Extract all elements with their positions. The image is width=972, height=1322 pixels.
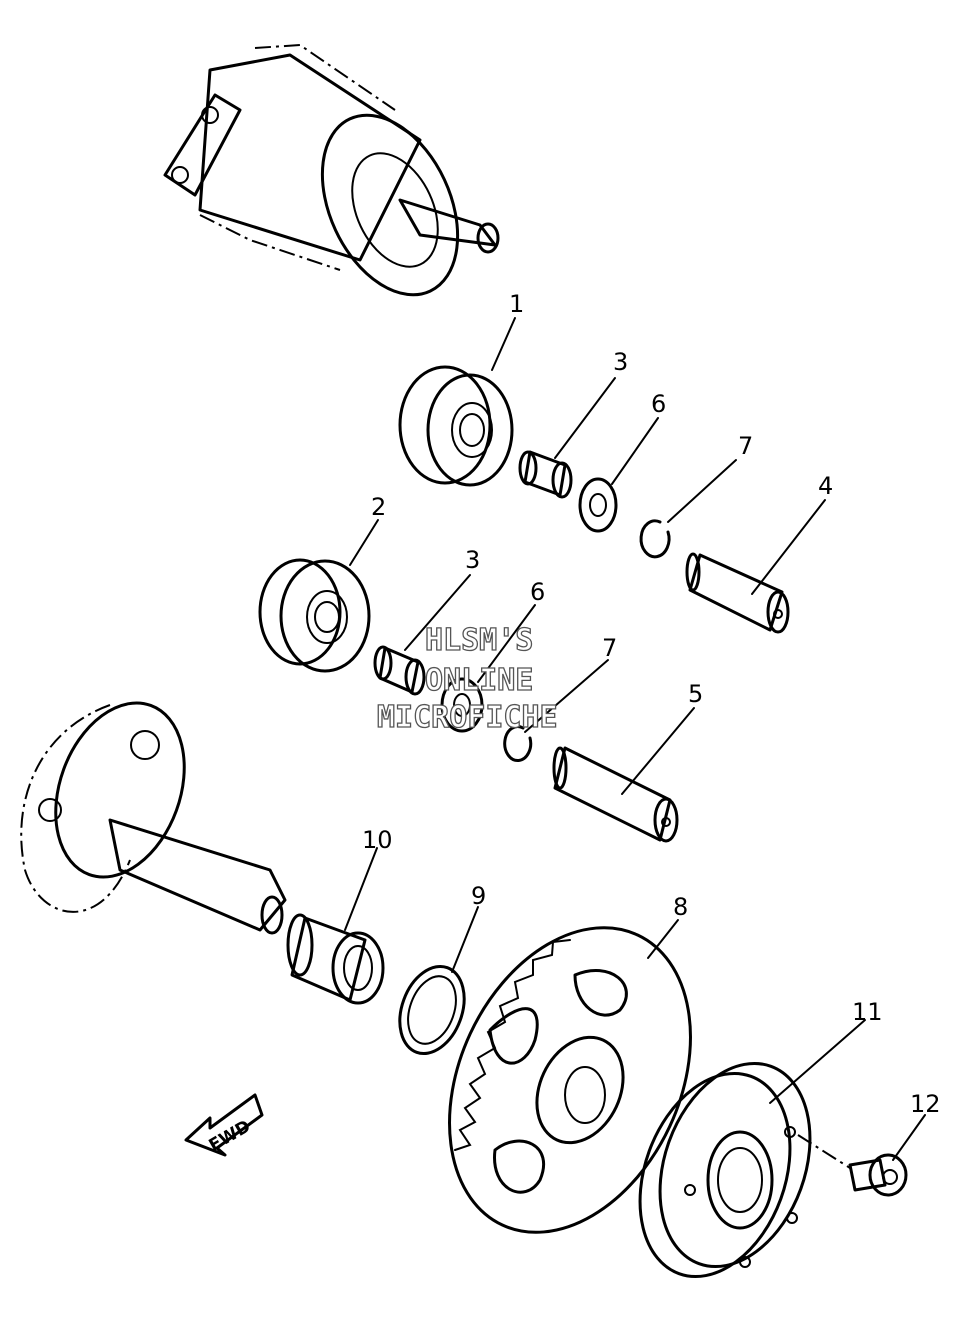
- watermark-line-1: HLSM'S: [425, 623, 533, 658]
- callout-8: 8: [673, 893, 688, 921]
- callout-6-upper: 6: [651, 390, 666, 418]
- starter-motor: [163, 43, 500, 297]
- fwd-label: FWD: [206, 1116, 255, 1156]
- callout-9: 9: [471, 882, 486, 910]
- callout-7-lower: 7: [602, 634, 617, 662]
- part-10-bearing: [286, 913, 385, 1005]
- callout-3-lower: 3: [465, 546, 480, 574]
- part-8-gear: [448, 926, 692, 1234]
- watermark-line-3: MICROFICHE: [377, 700, 558, 735]
- part-7-circlip-upper: [639, 519, 671, 559]
- part-3-bearing-lower: [373, 645, 426, 696]
- part-6-washer-upper: [578, 477, 618, 533]
- callout-12: 12: [910, 1090, 941, 1118]
- part-5-shaft: [552, 746, 679, 843]
- callout-7-upper: 7: [738, 432, 753, 460]
- part-2-gear: [258, 558, 371, 673]
- part-4-shaft: [685, 552, 790, 634]
- part-6-washer-lower: [440, 677, 484, 733]
- callout-2: 2: [371, 493, 386, 521]
- callout-1: 1: [509, 290, 524, 318]
- callout-4: 4: [818, 472, 833, 500]
- part-6-washer-upper-hole: [589, 493, 607, 517]
- callout-3-upper: 3: [613, 348, 628, 376]
- watermark: HLSM'S ONLINE MICROFICHE: [376, 622, 558, 735]
- watermark-line-2: ONLINE: [425, 663, 533, 698]
- callout-11: 11: [852, 998, 883, 1026]
- part-6-washer-lower-hole: [453, 693, 471, 717]
- part-9-washer: [398, 964, 466, 1056]
- part-7-circlip-lower: [503, 725, 533, 763]
- callout-6-lower: 6: [530, 578, 545, 606]
- part-1-gear: [398, 365, 514, 487]
- callout-5: 5: [688, 680, 703, 708]
- crankshaft: [20, 701, 287, 935]
- fwd-arrow-icon: FWD: [184, 1093, 264, 1157]
- part-11-clutch: [638, 1061, 812, 1279]
- part-3-bearing-upper: [518, 450, 573, 499]
- callout-10: 10: [362, 826, 393, 854]
- leader-lines: [344, 317, 926, 1161]
- part-12-bolt: [797, 1134, 908, 1197]
